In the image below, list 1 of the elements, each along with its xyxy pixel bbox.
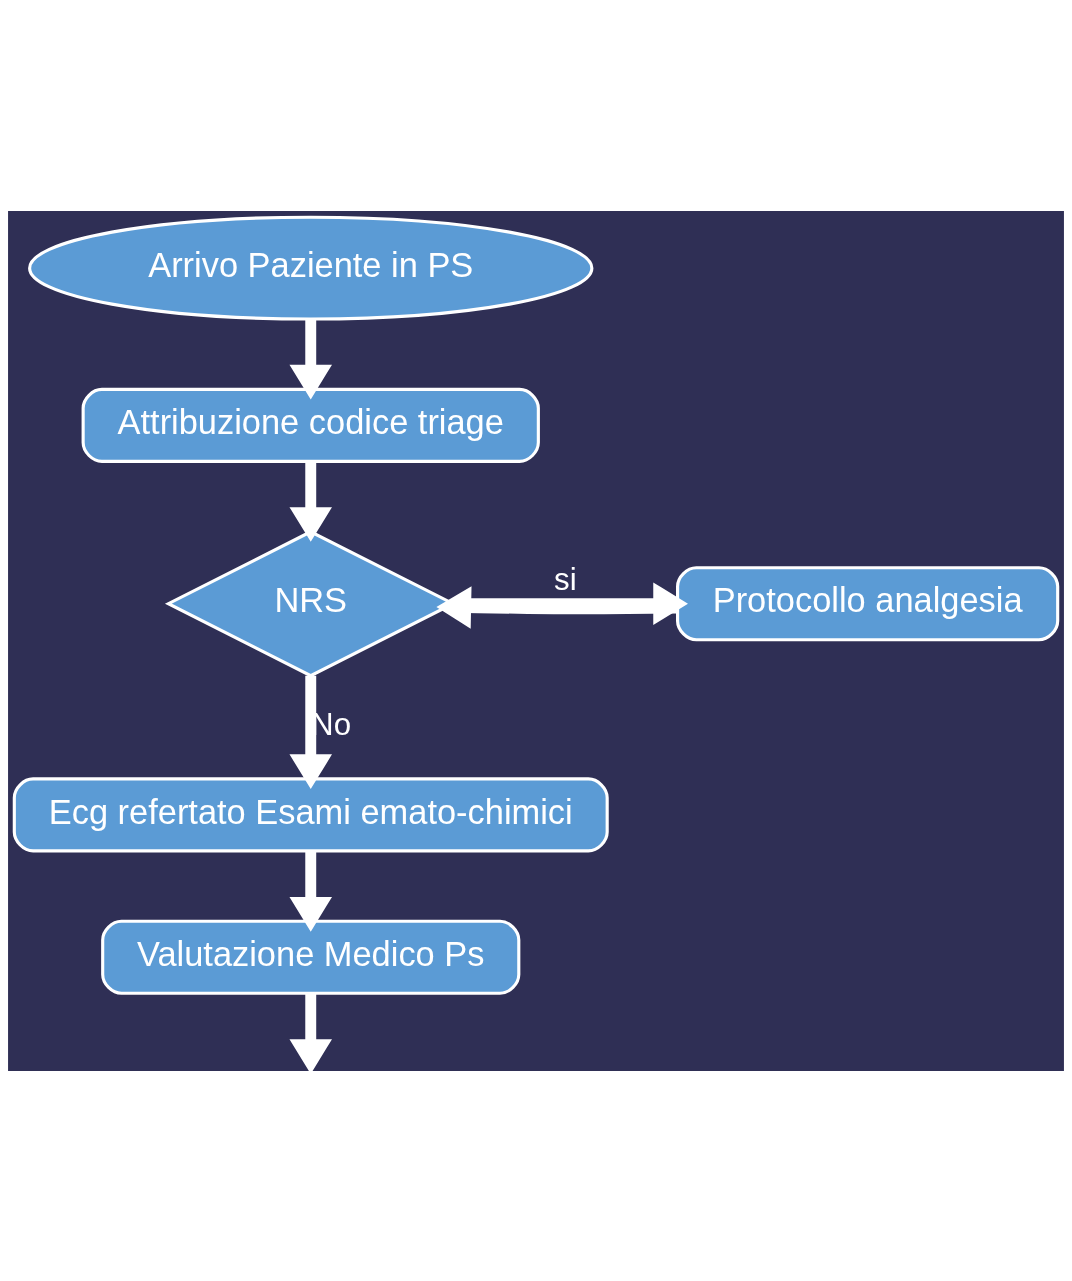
edge-label: si [554, 561, 577, 597]
